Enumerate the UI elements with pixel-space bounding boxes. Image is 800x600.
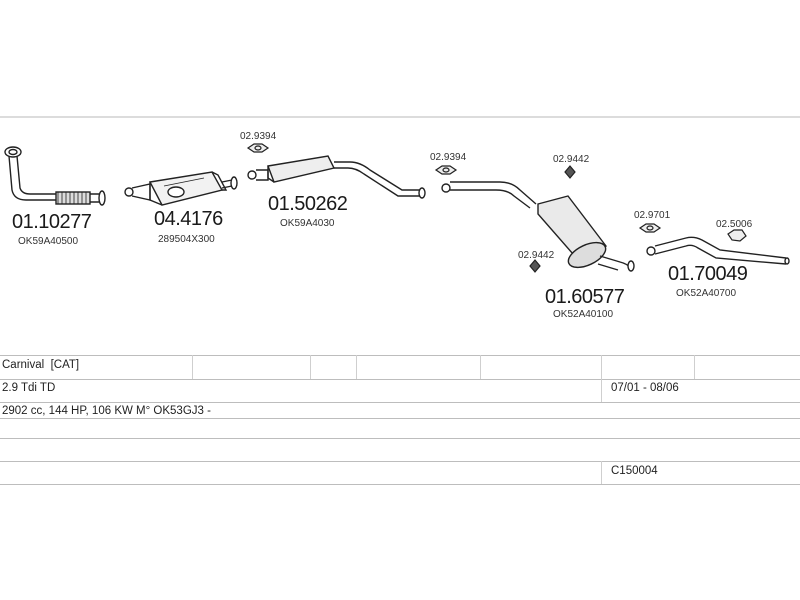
front-pipe-drawing — [4, 146, 106, 206]
part-number-catalytic-converter: 04.4176 — [154, 208, 223, 230]
center-silencer-drawing — [247, 155, 426, 199]
tail-pipe-drawing — [646, 236, 790, 265]
exhaust-system-diagram — [0, 116, 800, 273]
table-rule — [0, 438, 800, 439]
part-number-front-pipe: 01.10277 — [12, 211, 92, 233]
part-number-center-silencer: 01.50262 — [268, 193, 348, 215]
table-col-divider — [192, 355, 193, 379]
hardware-label-gasket-1: 02.9394 — [240, 131, 277, 142]
hardware-drawings — [246, 143, 747, 273]
hardware-label-gasket-2: 02.9394 — [430, 152, 467, 163]
table-rule — [0, 484, 800, 485]
hardware-label-hanger-2: 02.9442 — [518, 250, 555, 261]
part-number-rear-silencer: 01.60577 — [545, 286, 625, 308]
vehicle-spec: 2902 cc, 144 HP, 106 KW M° OK53GJ3 - — [2, 405, 211, 417]
oe-number-catalytic-converter: 289504X300 — [158, 234, 215, 245]
hardware-label-clamp-2: 02.5006 — [716, 219, 753, 230]
rear-silencer-drawing — [441, 181, 635, 272]
oe-number-center-silencer: OK59A4030 — [280, 218, 335, 229]
oe-number-front-pipe: OK59A40500 — [18, 236, 79, 247]
table-rule — [0, 355, 800, 356]
vehicle-years: 07/01 - 08/06 — [611, 382, 679, 394]
oe-number-tail-pipe: OK52A40700 — [676, 288, 737, 299]
table-col-divider — [601, 355, 602, 402]
table-col-divider — [694, 355, 695, 379]
table-rule — [0, 461, 800, 462]
hardware-label-hanger-1: 02.9442 — [553, 154, 590, 165]
vehicle-model: Carnival [CAT] — [2, 359, 80, 371]
table-rule — [0, 418, 800, 419]
catalytic-converter-drawing — [124, 171, 238, 206]
table-col-divider — [601, 461, 602, 484]
table-col-divider — [310, 355, 311, 379]
oe-number-rear-silencer: OK52A40100 — [553, 309, 614, 320]
part-number-tail-pipe: 01.70049 — [668, 263, 748, 285]
table-rule — [0, 402, 800, 403]
vehicle-engine: 2.9 Tdi TD — [2, 382, 56, 394]
table-rule — [0, 379, 800, 380]
table-col-divider — [480, 355, 481, 379]
hardware-label-clamp-1: 02.9701 — [634, 210, 671, 221]
catalogue-code: C150004 — [611, 465, 658, 477]
table-col-divider — [356, 355, 357, 379]
